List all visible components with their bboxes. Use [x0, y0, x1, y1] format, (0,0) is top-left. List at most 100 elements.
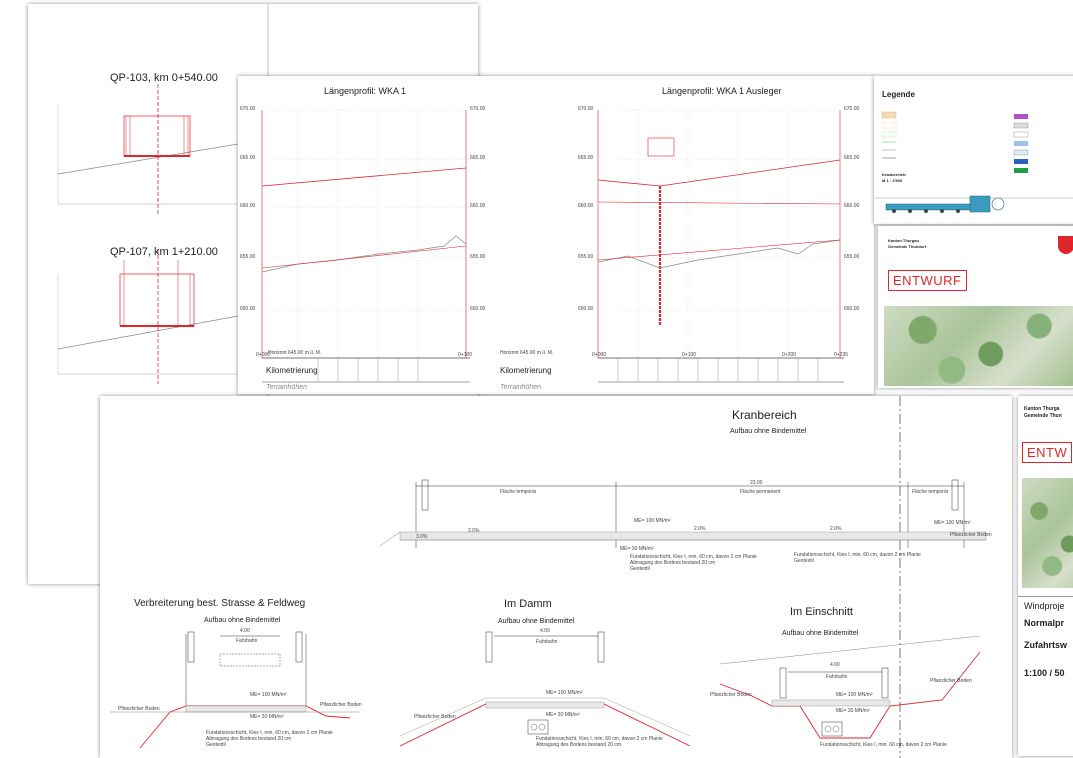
y-tick: 665.00 — [470, 155, 486, 161]
slope-label: 2.0% — [694, 526, 706, 532]
location-map — [884, 306, 1073, 386]
sheet-longitudinal-profiles: Längenprofil: WKA 1 Längenprofil: WKA 1 … — [238, 76, 874, 394]
fundation-note: Fundationsschicht, Kies I, min. 60 cm, d… — [536, 736, 663, 742]
kilometrierung-label: Kilometrierung — [266, 366, 318, 375]
kranbereich-subtitle: Aufbau ohne Bindemittel — [730, 428, 807, 435]
sheet-legend: Legende Kranbereich: M 1 : 2'500 — [874, 76, 1073, 224]
fundation-note: Fundationsschicht, Kies I, min. 60 cm, d… — [630, 554, 757, 560]
fundation-note: Fundationsschicht, Kies I, min. 60 cm, d… — [820, 742, 947, 748]
width-label: 4.00 — [240, 628, 250, 634]
section-3-subtitle: Aufbau ohne Bindemittel — [782, 630, 859, 637]
terrain-label: Terrainhöhen — [266, 384, 307, 391]
gemeinde-label: Gemeinde Thun — [1024, 413, 1062, 419]
m-value-label: ME= 100 MN/m² — [934, 520, 971, 526]
scale-title: 1:100 / 50 — [1024, 668, 1065, 678]
y-tick: 660.00 — [844, 203, 860, 209]
normal-title: Normalpr — [1024, 618, 1065, 628]
y-tick: 665.00 — [578, 155, 594, 161]
pflanzlicher-boden-label: Pflanzlicher Boden — [118, 706, 160, 712]
km-label: 0+000 — [592, 352, 607, 358]
dim-center-label: 23.00 — [750, 480, 763, 486]
project-title: Windproje — [1024, 601, 1065, 611]
y-tick: 655.00 — [578, 254, 594, 260]
km-label: 0+000 — [256, 352, 271, 358]
profile-2-title: QP-107, km 1+210.00 — [110, 246, 218, 258]
m-value-label: ME= 30 MN/m² — [836, 708, 870, 714]
horizont-label: Horizont 645.00 m ü. M. — [500, 350, 554, 356]
canton-label: Kanton Thurgau — [888, 238, 919, 243]
geotextil-note: Geotextil — [206, 742, 226, 748]
horizont-label: Horizont 645.00 m ü. M. — [268, 350, 322, 356]
pflanzlicher-boden-label: Pflanzlicher Boden — [950, 532, 992, 538]
y-tick: 655.00 — [240, 254, 256, 260]
divider — [1018, 596, 1073, 597]
section-2-subtitle: Aufbau ohne Bindemittel — [498, 618, 575, 625]
width-label: 4.00 — [830, 662, 840, 668]
y-tick: 670.00 — [240, 106, 256, 112]
canton-label: Kanton Thurga — [1024, 406, 1060, 412]
width-label: 4.00 — [540, 628, 550, 634]
m-value-label: ME= 100 MN/m² — [836, 692, 873, 698]
kranbereich-title: Kranbereich — [732, 408, 797, 422]
slope-label: 2.0% — [468, 528, 480, 534]
y-tick: 660.00 — [470, 203, 486, 209]
flaeche-temporaer-label: Fläche temporär — [500, 489, 537, 495]
m-value-label: ME= 100 MN/m² — [250, 692, 287, 698]
abtrag-note: Abtragung des Bodens bestand 20 cm — [630, 560, 716, 566]
m-value-label: ME= 30 MN/m² — [250, 714, 284, 720]
pflanzlicher-boden-label: Pflanzlicher Boden — [320, 702, 362, 708]
chart-2-title: Längenprofil: WKA 1 Ausleger — [662, 86, 782, 96]
pflanzlicher-boden-label: Pflanzlicher Boden — [414, 714, 456, 720]
terrain-label: Terrainhöhen — [500, 384, 541, 391]
chart-1-title: Längenprofil: WKA 1 — [324, 86, 407, 96]
m-value-label: ME= 100 MN/m² — [634, 518, 671, 524]
km-label: 0+100 — [682, 352, 697, 358]
zufahrt-title: Zufahrtsw — [1024, 640, 1068, 650]
y-tick: 670.00 — [470, 106, 486, 112]
flaeche-permanent-label: Fläche permanent — [740, 489, 781, 495]
sheet-plan-bottom-right: Kanton Thurga Gemeinde Thun ENTW Windpro… — [1018, 396, 1073, 756]
section-1-subtitle: Aufbau ohne Bindemittel — [204, 617, 281, 624]
legend-swatches — [874, 111, 1073, 213]
km-label: 0+235 — [834, 352, 849, 358]
profile-charts — [261, 109, 844, 383]
section-3-title: Im Einschnitt — [790, 606, 853, 618]
section-2-title: Im Damm — [504, 598, 552, 610]
abtrag-note: Abtragung des Bodens bestand 20 cm — [206, 736, 292, 742]
y-tick: 660.00 — [240, 203, 256, 209]
location-map — [1022, 478, 1073, 588]
y-tick: 650.00 — [470, 306, 486, 312]
sheet-title-block: Kanton Thurgau Gemeinde Thundorf ENTWURF — [878, 226, 1073, 388]
km-label: 0+100 — [458, 352, 473, 358]
fundation-note: Fundationsschicht, Kies I, min. 60 cm, d… — [794, 552, 921, 558]
normal-profile-drawing — [110, 396, 987, 758]
y-tick: 665.00 — [240, 155, 256, 161]
geotextil-note: Geotextil — [794, 558, 814, 564]
slope-label: 3.0% — [416, 534, 428, 540]
flaeche-temporaer-label: Fläche temporär — [912, 489, 949, 495]
slope-label: 2.0% — [830, 526, 842, 532]
y-tick: 655.00 — [470, 254, 486, 260]
legend-title: Legende — [882, 90, 915, 99]
profile-1-title: QP-103, km 0+540.00 — [110, 72, 218, 84]
draft-stamp: ENTWURF — [888, 270, 967, 291]
y-tick: 650.00 — [240, 306, 256, 312]
y-tick: 670.00 — [578, 106, 594, 112]
y-tick: 670.00 — [844, 106, 860, 112]
kranbereich-note: Kranbereich: — [882, 172, 907, 177]
pflanzlicher-boden-label: Pflanzlicher Boden — [930, 678, 972, 684]
fahrbahn-label: Fahrbahn — [826, 674, 848, 680]
canton-crest-icon — [1058, 236, 1073, 254]
y-tick: 650.00 — [844, 306, 860, 312]
kilometrierung-label: Kilometrierung — [500, 366, 552, 375]
fundation-note: Fundationsschicht, Kies I, min. 60 cm, d… — [206, 730, 333, 736]
y-tick: 665.00 — [844, 155, 860, 161]
sheet-normal-profiles: Kranbereich Aufbau ohne Bindemittel Fläc… — [100, 396, 1012, 758]
y-tick: 655.00 — [844, 254, 860, 260]
y-tick: 650.00 — [578, 306, 594, 312]
abtrag-note: Abtragung des Bodens bestand 20 cm — [536, 742, 622, 748]
scale-note: M 1 : 2'500 — [882, 178, 903, 183]
m-value-label: ME= 30 MN/m² — [620, 546, 654, 552]
section-1-title: Verbreiterung best. Strasse & Feldweg — [134, 598, 306, 609]
draft-stamp: ENTW — [1022, 442, 1073, 463]
